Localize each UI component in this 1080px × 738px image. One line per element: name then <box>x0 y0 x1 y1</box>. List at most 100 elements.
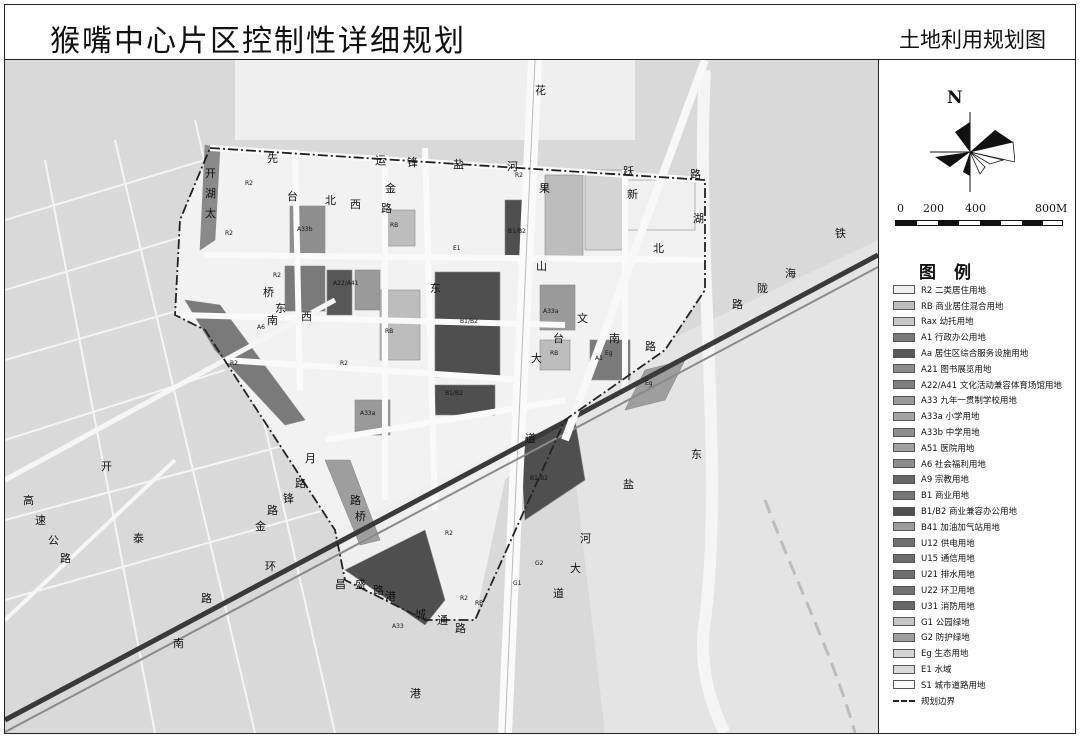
road-label: 东 <box>275 302 286 315</box>
legend-item: A33 九年一贯制学校用地 <box>893 393 1075 409</box>
block-code: A33a <box>543 308 559 315</box>
legend-item: B1 商业用地 <box>893 487 1075 503</box>
scale-label-200: 200 <box>923 202 944 215</box>
road-label: 运 <box>375 154 386 167</box>
block-rb-1 <box>384 209 416 247</box>
block-a33b-2 <box>284 265 326 312</box>
legend-label: A33 九年一贯制学校用地 <box>921 396 1017 407</box>
road-label: 新 <box>627 188 638 201</box>
legend-item: A22/A41 文化活动兼容体育场馆用地 <box>893 377 1075 393</box>
road-label: 城 <box>415 608 426 621</box>
legend-swatch <box>893 632 915 642</box>
road-label: 路 <box>645 340 656 353</box>
block-code: RB <box>385 328 394 335</box>
scale-label-800: 800M <box>1035 202 1068 215</box>
legend-label: U15 通信用地 <box>921 554 975 565</box>
road-label: 湖 <box>693 212 704 225</box>
block-g2 <box>324 459 381 546</box>
block-code: G2 <box>535 560 544 567</box>
avenue-centerline <box>504 60 536 733</box>
yanhe-road <box>561 60 709 442</box>
legend-swatch <box>893 538 915 548</box>
title-bar: 猴嘴中心片区控制性详细规划 土地利用规划图 <box>4 4 1076 60</box>
road-label: 西 <box>301 310 312 323</box>
land-use-map[interactable]: 先运锋盐河跃路花果山大道开湖太台北西路金东桥东南西文台南路新湖北铁海陇路东盐河大… <box>5 60 878 733</box>
block-b1b2-2 <box>434 384 496 416</box>
legend-item: U21 排水用地 <box>893 566 1075 582</box>
road-label: 月 <box>305 452 316 465</box>
legend-swatch <box>893 332 915 342</box>
road-label: 花 <box>535 84 546 97</box>
legend-swatch <box>893 364 915 374</box>
legend-label: B1 商业用地 <box>921 491 969 502</box>
road-label: 桥 <box>355 510 366 523</box>
road-label: 南 <box>609 332 620 345</box>
legend-swatch <box>893 680 915 690</box>
road-label: 盐 <box>453 158 464 171</box>
road-label: 太 <box>205 207 216 220</box>
road-label: 昌 <box>335 578 346 591</box>
legend-label: B41 加油加气站用地 <box>921 522 1000 533</box>
legend-label: A6 社会福利用地 <box>921 459 986 470</box>
legend-swatch <box>893 617 915 627</box>
block-code: A1 <box>595 355 603 362</box>
road-label: 大 <box>570 562 581 575</box>
block-code: R2 <box>340 360 348 367</box>
planning-boundary <box>174 147 706 621</box>
road-label: 北 <box>325 194 336 207</box>
north-label: N <box>947 88 963 108</box>
block-code: B1/B2 <box>445 390 463 397</box>
legend-swatch <box>893 585 915 595</box>
road-label: 开 <box>101 460 112 473</box>
legend-swatch <box>893 490 915 500</box>
road-label: 台 <box>287 190 298 203</box>
road-label: 东 <box>430 282 441 295</box>
legend-item: 规划边界 <box>893 693 1075 709</box>
legend-item: S1 城市道路用地 <box>893 677 1075 693</box>
legend-swatch <box>893 443 915 453</box>
expressway <box>5 297 337 483</box>
legend-item: U15 通信用地 <box>893 551 1075 567</box>
road-label: 湖 <box>205 187 216 200</box>
road-label: 先 <box>267 152 278 165</box>
legend-swatch <box>893 348 915 358</box>
legend-item: E1 水域 <box>893 661 1075 677</box>
road-label: 开 <box>205 167 216 180</box>
legend-swatch <box>893 506 915 516</box>
road-label: 速 <box>35 514 46 527</box>
road-label: 通 <box>437 614 448 627</box>
legend-item: U31 消防用地 <box>893 598 1075 614</box>
block-code: A33a <box>360 410 376 417</box>
block-code: A33b <box>297 226 313 233</box>
road-label: 果 <box>539 182 550 195</box>
road-label: 路 <box>455 622 466 635</box>
legend-label: A1 行政办公用地 <box>921 333 986 344</box>
road-label: 路 <box>295 477 306 490</box>
legend-item: G2 防护绿地 <box>893 630 1075 646</box>
legend-swatch <box>893 474 915 484</box>
road-label: 河 <box>580 532 591 545</box>
legend-label: U21 排水用地 <box>921 570 975 581</box>
legend-swatch <box>893 648 915 658</box>
block-code: RB <box>390 222 399 229</box>
legend-label: Rax 幼托用地 <box>921 317 974 328</box>
legend-label: R2 二类居住用地 <box>921 285 987 296</box>
legend-item: A21 图书展览用地 <box>893 361 1075 377</box>
road-label: 环 <box>265 560 276 573</box>
road-label: 路 <box>201 592 212 605</box>
legend-title: 图例 <box>919 263 989 283</box>
map-subtitle: 土地利用规划图 <box>899 28 1046 52</box>
scale-label-400: 400 <box>965 202 986 215</box>
block-code: R2 <box>230 360 238 367</box>
legend-label: A33b 中学用地 <box>921 428 980 439</box>
road-label: 东 <box>691 448 702 461</box>
block-code: E1 <box>453 245 461 252</box>
block-code: A6 <box>257 324 265 331</box>
road-label: 港 <box>410 687 421 700</box>
block-code: G1 <box>513 580 522 587</box>
block-code: R2 <box>445 530 453 537</box>
block-code: R2 <box>460 595 468 602</box>
road-label: 道 <box>553 587 564 600</box>
legend-swatch <box>893 301 915 311</box>
